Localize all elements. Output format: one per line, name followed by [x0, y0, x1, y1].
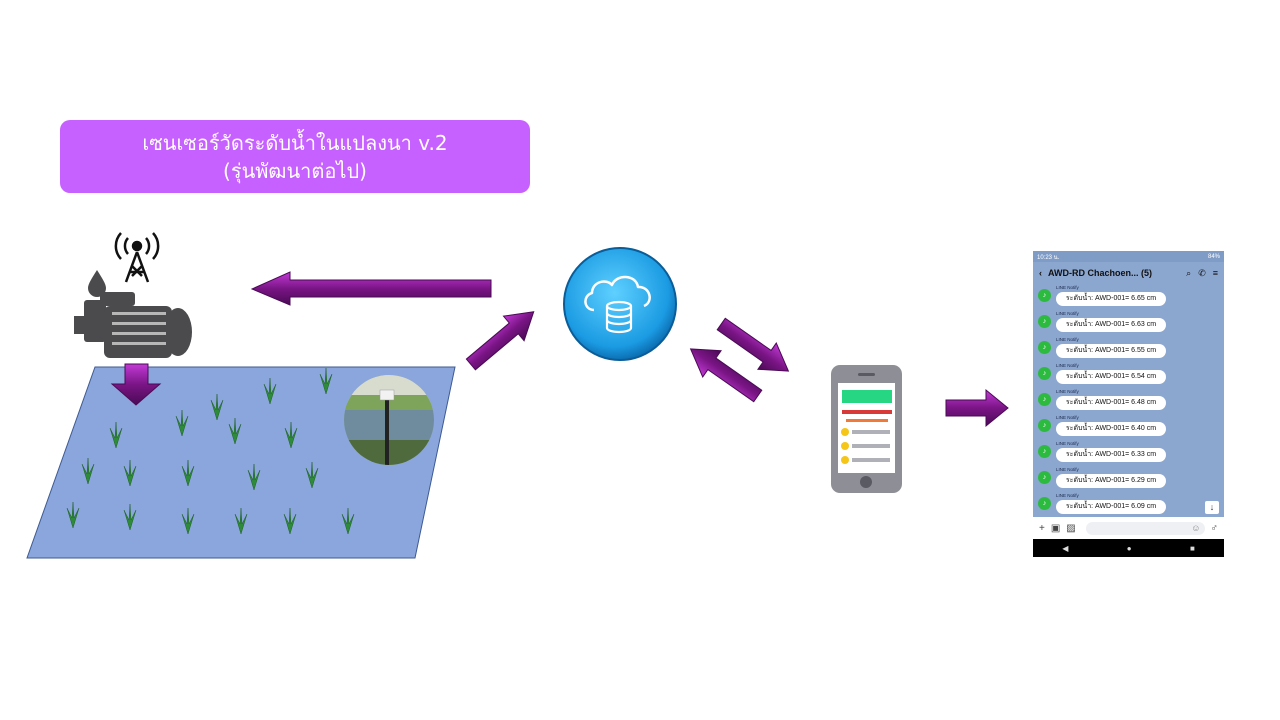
message-bubble: ระดับน้ำ: AWD-001= 6.63 cm: [1056, 318, 1166, 332]
arrow-phone-to-cloud: [689, 348, 763, 403]
message-sender: LINE Notify: [1056, 493, 1079, 498]
list-item: ♪ LINE Notify ระดับน้ำ: AWD-001= 6.63 cm: [1033, 311, 1224, 337]
list-item: ♪ LINE Notify ระดับน้ำ: AWD-001= 6.54 cm: [1033, 363, 1224, 389]
bell-icon: ♪: [1038, 419, 1051, 432]
arrow-field-to-cloud: [465, 311, 535, 371]
camera-icon[interactable]: ▣: [1050, 522, 1061, 534]
message-bubble: ระดับน้ำ: AWD-001= 6.55 cm: [1056, 344, 1166, 358]
back-icon[interactable]: ‹: [1039, 268, 1042, 278]
image-icon[interactable]: ▨: [1066, 522, 1076, 534]
bell-icon: ♪: [1038, 341, 1051, 354]
arrow-cloud-to-pump: [250, 271, 492, 306]
android-nav-bar: ◀ ● ■: [1033, 539, 1224, 557]
list-item: ♪ LINE Notify ระดับน้ำ: AWD-001= 6.65 cm: [1033, 285, 1224, 311]
list-item: ♪ LINE Notify ระดับน้ำ: AWD-001= 6.29 cm: [1033, 467, 1224, 493]
message-bubble: ระดับน้ำ: AWD-001= 6.40 cm: [1056, 422, 1166, 436]
line-notify-screenshot: 10:23 น. 84% ‹ AWD-RD Chachoen... (5) ⌕ …: [1033, 251, 1224, 557]
emoji-icon[interactable]: ☺: [1191, 522, 1201, 533]
status-time: 10:23 น.: [1037, 254, 1060, 261]
search-icon[interactable]: ⌕: [1186, 267, 1192, 278]
microphone-icon[interactable]: ♂: [1210, 522, 1219, 534]
arrow-cloud-to-phone: [716, 317, 790, 372]
title-line-2: (รุ่นพัฒนาต่อไป): [223, 158, 367, 183]
list-item: ♪ LINE Notify ระดับน้ำ: AWD-001= 6.09 cm: [1033, 493, 1224, 519]
smartphone-app-icon: [831, 365, 902, 493]
list-item: ♪ LINE Notify ระดับน้ำ: AWD-001= 6.48 cm: [1033, 389, 1224, 415]
nav-recents-icon[interactable]: ■: [1189, 543, 1195, 553]
message-bubble: ระดับน้ำ: AWD-001= 6.48 cm: [1056, 396, 1166, 410]
message-sender: LINE Notify: [1056, 441, 1079, 446]
radio-tower-icon: [114, 232, 160, 283]
bell-icon: ♪: [1038, 367, 1051, 380]
list-item: ♪ LINE Notify ระดับน้ำ: AWD-001= 6.40 cm: [1033, 415, 1224, 441]
plus-icon[interactable]: +: [1039, 522, 1045, 534]
message-list: ♪ LINE Notify ระดับน้ำ: AWD-001= 6.65 cm…: [1033, 285, 1224, 519]
message-sender: LINE Notify: [1056, 311, 1079, 316]
list-item: ♪ LINE Notify ระดับน้ำ: AWD-001= 6.55 cm: [1033, 337, 1224, 363]
message-bubble: ระดับน้ำ: AWD-001= 6.54 cm: [1056, 370, 1166, 384]
message-sender: LINE Notify: [1056, 467, 1079, 472]
message-bubble: ระดับน้ำ: AWD-001= 6.65 cm: [1056, 292, 1166, 306]
bell-icon: ♪: [1038, 393, 1051, 406]
message-sender: LINE Notify: [1056, 337, 1079, 342]
message-sender: LINE Notify: [1056, 285, 1079, 290]
menu-icon[interactable]: ≡: [1212, 267, 1218, 278]
scroll-down-icon[interactable]: ↓: [1205, 501, 1219, 514]
diagram-title-box: เซนเซอร์วัดระดับน้ำในแปลงนา v.2 (รุ่นพัฒ…: [60, 120, 530, 193]
message-bubble: ระดับน้ำ: AWD-001= 6.29 cm: [1056, 474, 1166, 488]
message-bubble: ระดับน้ำ: AWD-001= 6.09 cm: [1056, 500, 1166, 514]
chat-title: AWD-RD Chachoen... (5): [1048, 268, 1153, 278]
chat-header: ‹ AWD-RD Chachoen... (5) ⌕ ✆ ≡: [1033, 262, 1224, 284]
status-battery: 84%: [1207, 253, 1220, 260]
chat-input-bar: + ▣ ▨ ☺ ♂: [1033, 517, 1224, 539]
bell-icon: ♪: [1038, 497, 1051, 510]
title-line-1: เซนเซอร์วัดระดับน้ำในแปลงนา v.2: [142, 130, 448, 155]
message-sender: LINE Notify: [1056, 389, 1079, 394]
message-bubble: ระดับน้ำ: AWD-001= 6.33 cm: [1056, 448, 1166, 462]
message-sender: LINE Notify: [1056, 363, 1079, 368]
cloud-database-icon: [563, 247, 677, 361]
nav-back-icon[interactable]: ◀: [1062, 543, 1069, 553]
nav-home-icon[interactable]: ●: [1126, 543, 1132, 553]
bell-icon: ♪: [1038, 445, 1051, 458]
field-sensor-photo: [344, 375, 434, 465]
rice-plants: [66, 367, 355, 535]
bell-icon: ♪: [1038, 315, 1051, 328]
arrow-pump-to-field: [110, 363, 162, 406]
message-input[interactable]: ☺: [1085, 521, 1205, 535]
bell-icon: ♪: [1038, 289, 1051, 302]
water-pump-icon: [74, 270, 192, 358]
arrow-phone-to-line: [945, 388, 1009, 428]
bell-icon: ♪: [1038, 471, 1051, 484]
call-icon[interactable]: ✆: [1198, 267, 1206, 278]
status-bar: 10:23 น. 84%: [1033, 251, 1224, 262]
list-item: ♪ LINE Notify ระดับน้ำ: AWD-001= 6.33 cm: [1033, 441, 1224, 467]
message-sender: LINE Notify: [1056, 415, 1079, 420]
